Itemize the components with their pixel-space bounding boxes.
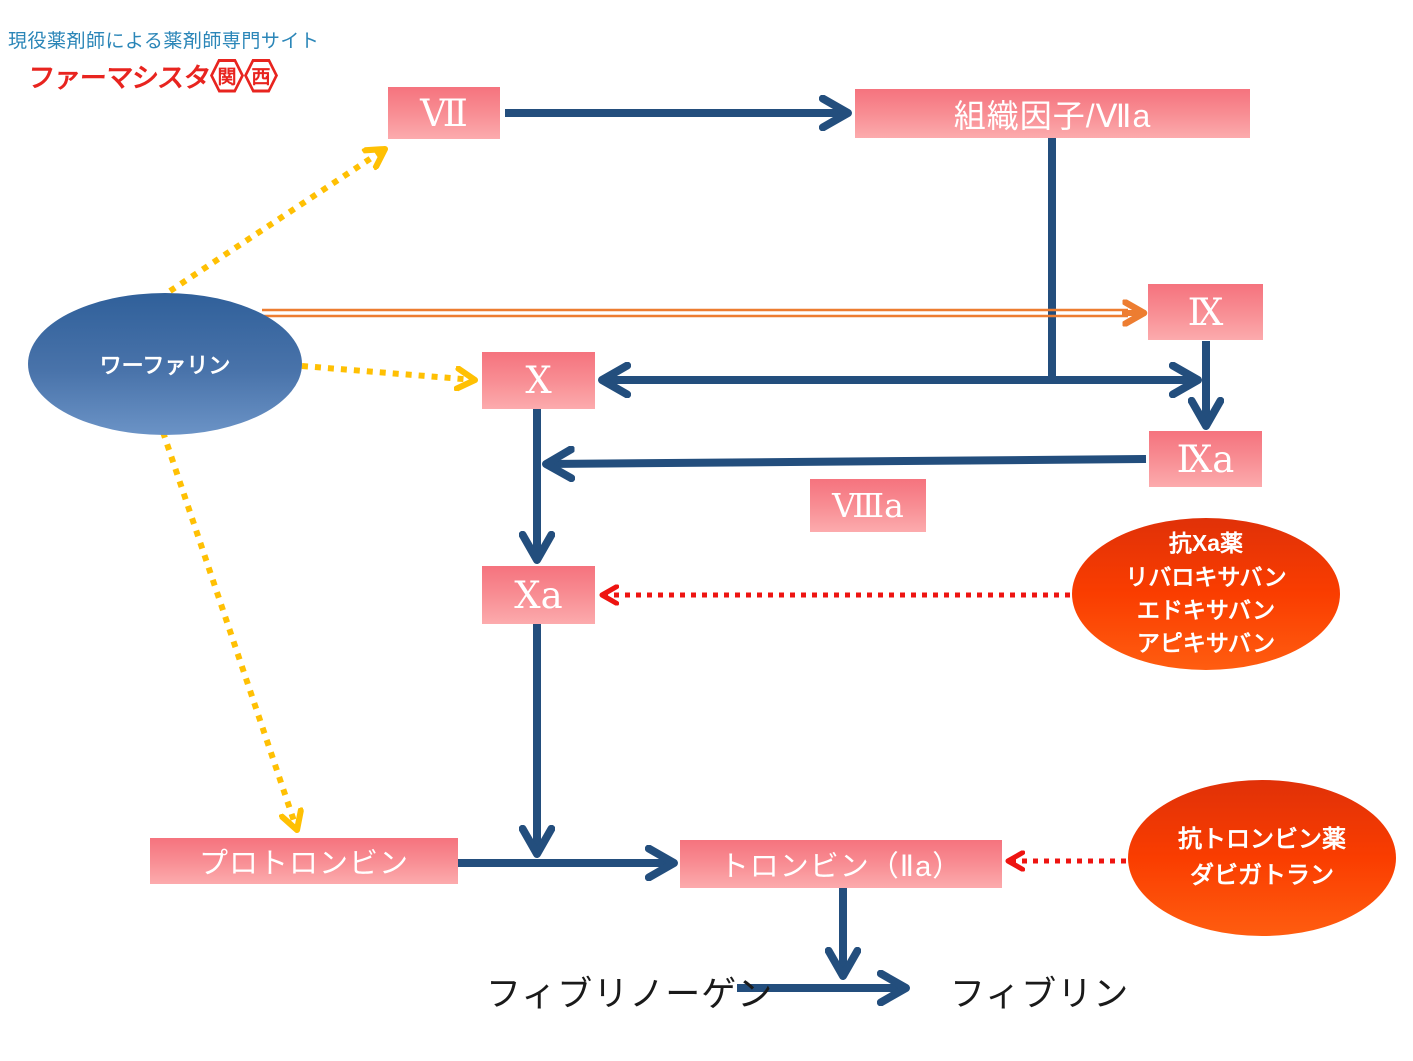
anti-xa-line: エドキサバン [1136,597,1276,623]
node-factor-x: Ⅹ [482,352,595,409]
node-thrombin-iia: トロンビン（Ⅱa） [680,840,1002,888]
logo-hexagon-badge-1: 関 [210,58,244,93]
anti-xa-line: リバロキサバン [1125,563,1287,590]
logo-badge-sai: 西 [247,61,275,90]
anti-xa-line: アピキサバン [1136,630,1276,657]
site-tagline: 現役薬剤師による薬剤師専門サイト [8,31,320,52]
node-factor-xa: Ⅹa [482,566,595,624]
label-fibrinogen: フィブリノーゲン [486,975,774,1014]
warfarin-label: ワーファリン [99,353,231,378]
site-logo: ファーマシスタ 関 西 [26,56,278,95]
node-factor-ixa: Ⅸa [1149,431,1262,487]
anti-thrombin-line: 抗トロンビン薬 [1178,826,1346,853]
anti-xa-line: 抗Xa薬 [1168,530,1244,557]
logo-badge-kan: 関 [213,61,241,90]
logo-hexagon-badge-2: 西 [244,58,278,93]
label-fibrin: フィブリン [950,975,1130,1014]
node-anti-xa-drugs: 抗Xa薬 リバロキサバン エドキサバン アピキサバン [1072,518,1340,670]
node-tissue-factor-viia: 組織因子/Ⅶa [855,89,1250,138]
node-prothrombin: プロトロンビン [150,838,458,884]
anti-thrombin-line: ダビガトラン [1190,862,1334,889]
arrow-ixa-to-x-xa [546,459,1147,464]
node-factor-vii: Ⅶ [388,87,500,139]
node-anti-thrombin-drugs: 抗トロンビン薬 ダビガトラン [1128,780,1396,936]
arrow-warfarin-to-vii [168,149,385,294]
node-factor-ix: Ⅸ [1148,284,1263,340]
arrow-warfarin-to-x [301,363,475,380]
node-warfarin: ワーファリン [28,293,302,435]
node-factor-viiia: Ⅷa [810,479,926,532]
arrow-warfarin-to-prothrombin [160,431,297,830]
